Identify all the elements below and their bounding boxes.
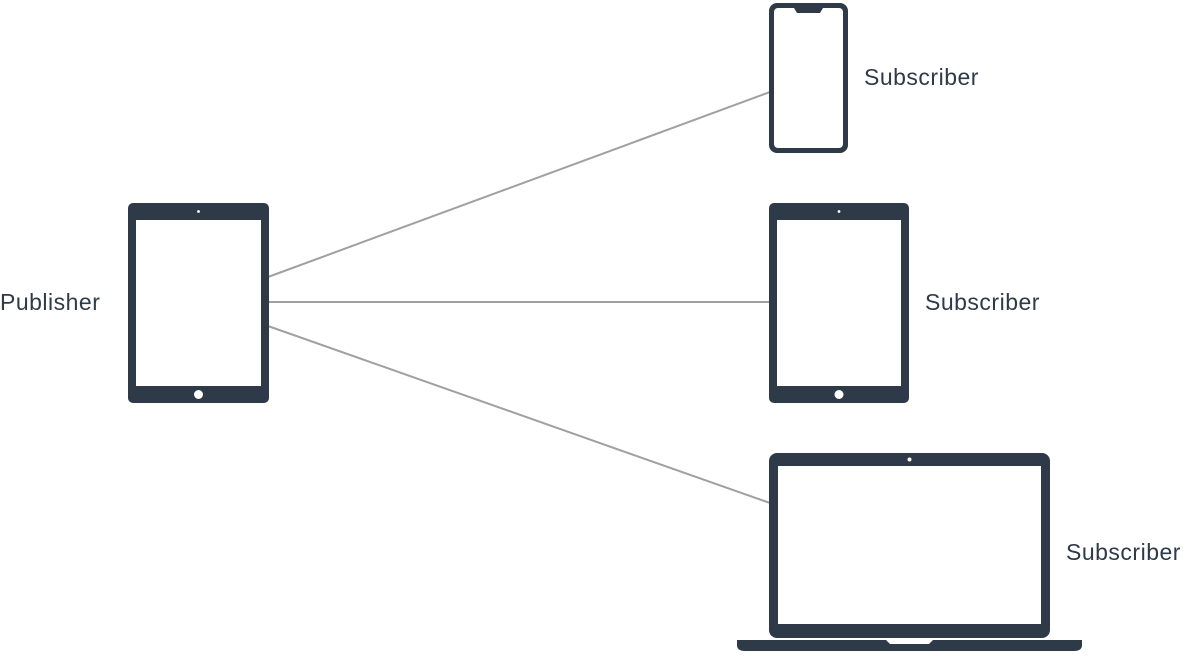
subscriber-tablet-icon xyxy=(769,203,909,403)
subscriber-tablet-label: Subscriber xyxy=(925,289,1040,315)
connector-to-phone xyxy=(267,91,771,278)
publisher-label: Publisher xyxy=(0,289,100,315)
subscriber-laptop-label: Subscriber xyxy=(1066,539,1181,565)
connectors xyxy=(267,91,771,504)
subscriber-phone-icon xyxy=(769,3,848,153)
subscriber-laptop-icon xyxy=(737,453,1082,651)
publisher-tablet-icon xyxy=(128,203,269,403)
connector-to-laptop xyxy=(267,325,771,504)
subscriber-phone-label: Subscriber xyxy=(864,64,979,90)
